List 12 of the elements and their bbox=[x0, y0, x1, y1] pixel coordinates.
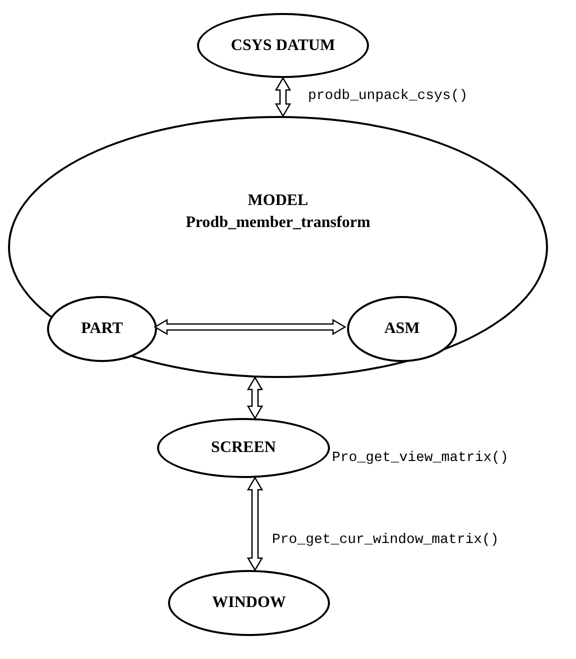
double-arrow bbox=[246, 376, 264, 420]
node-title: ASM bbox=[384, 319, 420, 339]
node-title: WINDOW bbox=[212, 593, 286, 613]
node-title: MODEL bbox=[248, 191, 308, 211]
node-annotation: Pro_get_view_matrix() bbox=[332, 449, 508, 468]
double-arrow bbox=[154, 318, 346, 336]
double-arrow bbox=[274, 76, 292, 118]
node-title: PART bbox=[81, 319, 123, 339]
node-title: SCREEN bbox=[211, 438, 276, 458]
double-arrow bbox=[246, 476, 264, 572]
node-title: CSYS DATUM bbox=[230, 36, 336, 56]
node-subtitle: Prodb_member_transform bbox=[186, 213, 370, 233]
